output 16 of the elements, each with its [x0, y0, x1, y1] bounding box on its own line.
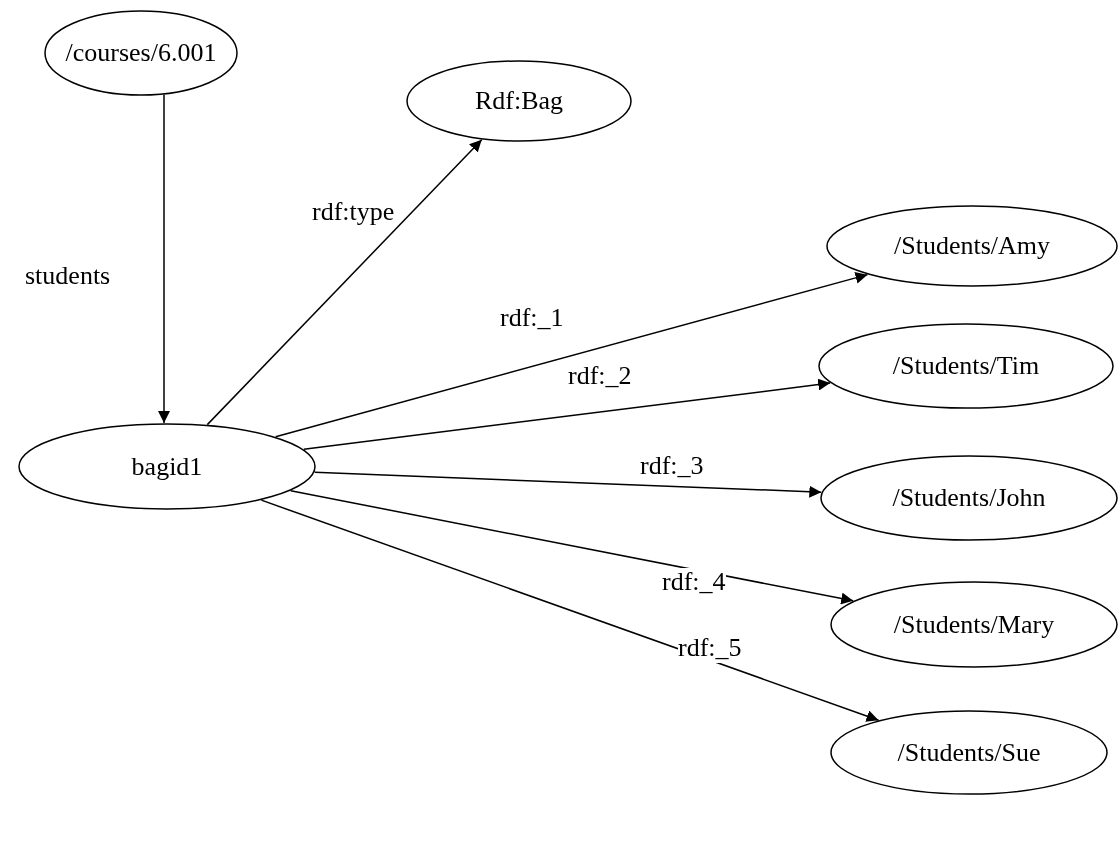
node-label: /Students/Tim [892, 351, 1040, 381]
node-label: /courses/6.001 [65, 38, 217, 68]
node-label: /Students/John [892, 483, 1046, 513]
arrow [158, 94, 170, 424]
node-label: /Students/Amy [894, 231, 1050, 261]
node-label: Rdf:Bag [474, 86, 564, 116]
arrow [206, 138, 483, 426]
node-label: /Students/Mary [893, 609, 1055, 640]
arrow [274, 272, 869, 438]
arrow [260, 499, 880, 722]
node-label: /Students/Sue [897, 737, 1041, 768]
node-label: bagid1 [131, 451, 203, 482]
edge-label: rdf:_4 [662, 568, 726, 597]
arrow [303, 378, 831, 451]
arrow [290, 490, 854, 605]
arrow [313, 471, 823, 498]
